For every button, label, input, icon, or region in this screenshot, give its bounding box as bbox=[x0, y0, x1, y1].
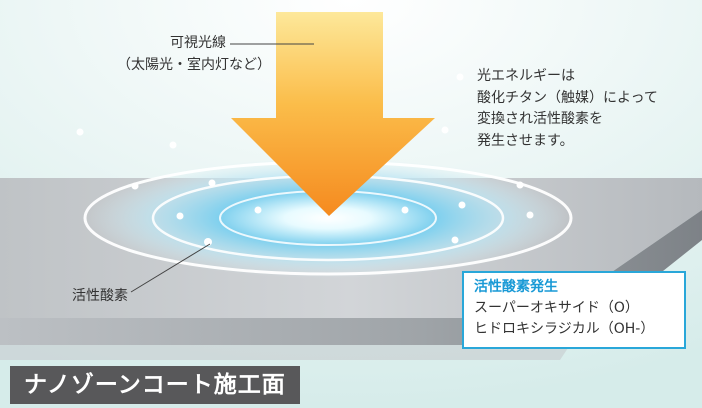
info-box-line: ヒドロキシラジカル（OH-） bbox=[474, 321, 655, 337]
info-box-heading: 活性酸素発生 bbox=[474, 279, 558, 295]
energy-line: 酸化チタン（触媒）によって bbox=[477, 89, 658, 106]
active-oxygen-label: 活性酸素 bbox=[72, 288, 128, 304]
energy-line: 光エネルギーは bbox=[477, 68, 575, 84]
light-source-label: （太陽光・室内灯など） bbox=[117, 57, 271, 73]
radical-leader-line bbox=[130, 243, 211, 293]
energy-line: 発生させます。 bbox=[477, 133, 574, 150]
energy-line: 変換され活性酸素を bbox=[477, 111, 603, 128]
plate-edge bbox=[0, 210, 702, 345]
visible-light-label: 可視光線 bbox=[170, 35, 226, 51]
light-arrow bbox=[231, 12, 435, 216]
energy-description: 光エネルギーは 酸化チタン（触媒）によって 変換され活性酸素を 発生させます。 bbox=[477, 66, 658, 153]
info-box-line: スーパーオキサイド（O） bbox=[474, 300, 639, 316]
active-oxygen-info-box: 活性酸素発生 スーパーオキサイド（O） ヒドロキシラジカル（OH-） bbox=[462, 271, 686, 349]
coating-surface-banner: ナノゾーンコート施工面 bbox=[10, 366, 300, 404]
